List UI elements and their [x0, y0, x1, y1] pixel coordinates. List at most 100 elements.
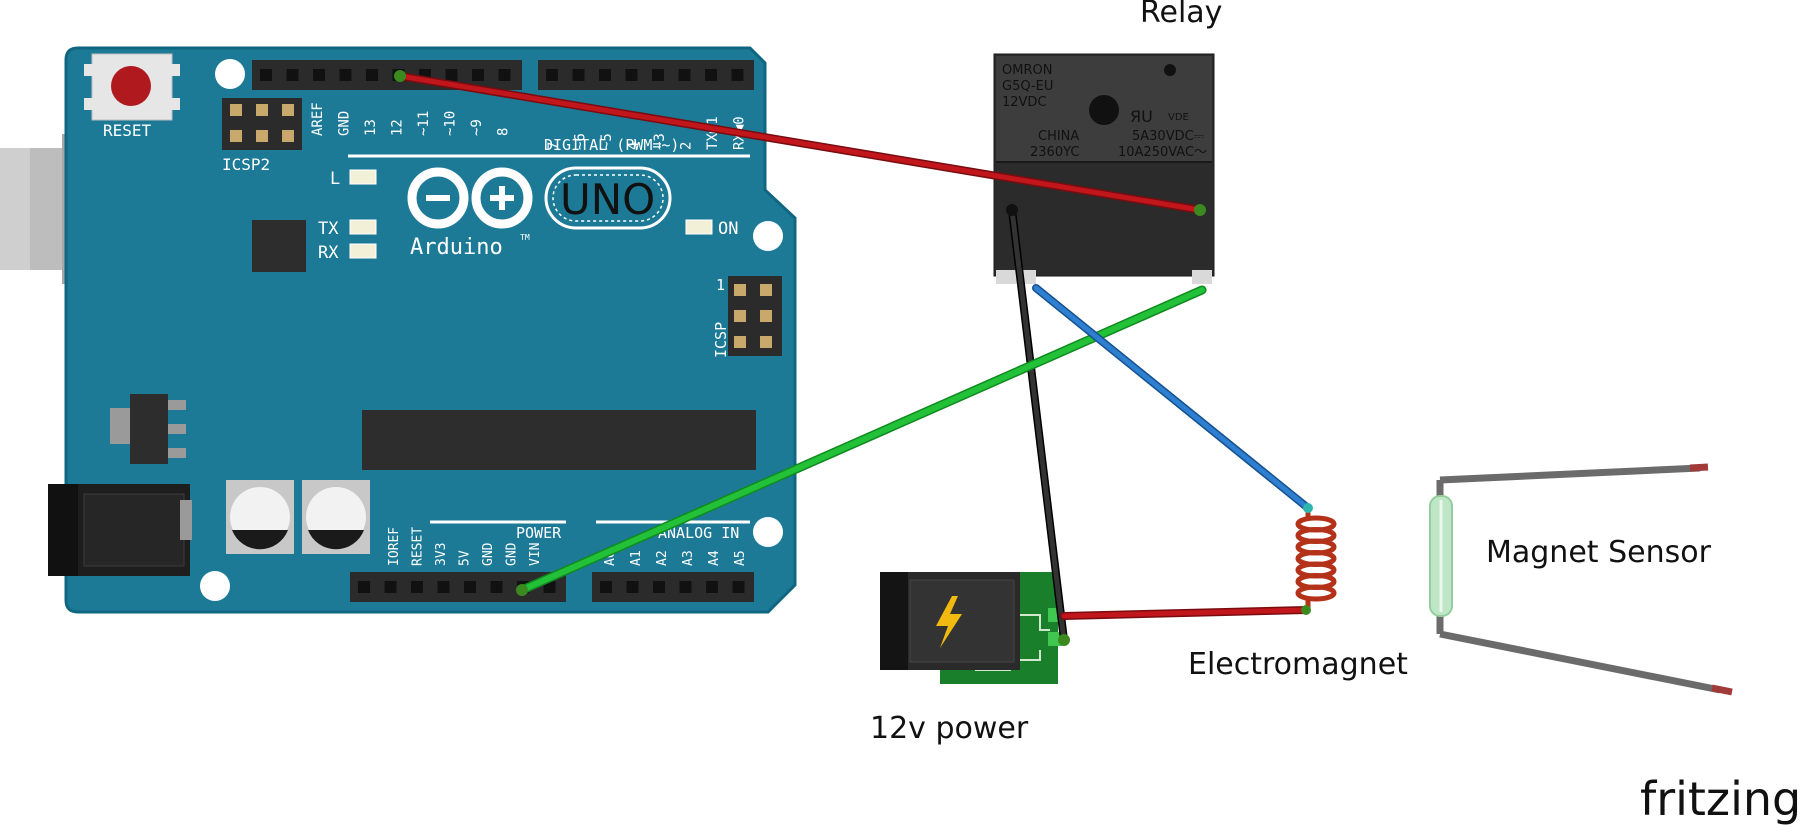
led-on-label: ON [718, 219, 738, 239]
reset-button[interactable] [84, 53, 180, 121]
pin-hole [600, 581, 612, 593]
pin-label: 7 [546, 142, 562, 150]
magnet-sensor-title: Magnet Sensor [1486, 535, 1712, 570]
pin-label: RESET [411, 527, 426, 566]
power-label: POWER [516, 524, 562, 542]
pin-hole [358, 581, 370, 593]
pin-hole [445, 69, 458, 81]
relay-voltage: 12VDC [1002, 95, 1047, 110]
pin-label: ~6 [573, 133, 589, 150]
microcontroller [362, 410, 756, 470]
icsp2-label: ICSP2 [222, 155, 270, 174]
relay-title: Relay [1140, 0, 1222, 30]
arduino-wordmark: Arduino [410, 235, 503, 260]
pin-label: AREF [310, 102, 326, 136]
capacitor [226, 480, 294, 554]
pin-label: 5V [458, 550, 473, 566]
pin-hole [384, 581, 397, 593]
electromagnet-title: Electromagnet [1188, 647, 1408, 682]
relay-rating-1: 5A30VDC⎓ [1132, 129, 1204, 144]
usb-chip [252, 220, 306, 272]
arduino-tm: TM [520, 233, 530, 242]
pin-hole [472, 69, 484, 81]
pin-hole [546, 69, 558, 81]
pin-hole [679, 581, 692, 593]
pin-label: 12 [390, 119, 406, 136]
led-l [349, 169, 377, 185]
icsp2-header [222, 98, 302, 150]
wire-relay-to-power [1006, 204, 1070, 646]
wire-pin12-to-relay [394, 70, 1206, 216]
relay-code: 2360YC [1030, 145, 1079, 160]
pin-hole [599, 69, 611, 81]
relay [993, 53, 1215, 284]
pin-hole [706, 581, 718, 593]
mount-hole [753, 517, 783, 547]
icsp-label: ICSP [712, 322, 730, 358]
pin-label: GND [481, 542, 496, 566]
pin-hole [731, 69, 744, 81]
relay-model: G5Q-EU [1002, 79, 1053, 94]
led-tx [349, 219, 377, 235]
pin-label: 2 [679, 142, 695, 150]
wire-relay-to-electromagnet [1032, 284, 1313, 513]
pin-label: A1 [629, 550, 644, 566]
arduino-logo [407, 166, 672, 230]
relay-brand: OMRON [1002, 63, 1052, 78]
barrel-jack [48, 484, 192, 576]
analog-label: ANALOG IN [658, 524, 739, 542]
pin-hole [626, 581, 639, 593]
pin-label: 13 [363, 119, 379, 136]
pin-hole [652, 69, 664, 81]
mount-hole [215, 59, 245, 89]
pin-hole [732, 581, 745, 593]
electromagnet-coil [1295, 508, 1337, 612]
pin-label: A3 [681, 550, 696, 566]
pin-label: 3V3 [434, 543, 449, 566]
wire-relay-to-gnd [516, 285, 1207, 596]
led-rx-label: RX [318, 243, 339, 263]
pin-label: ~9 [469, 119, 485, 136]
power-title: 12v power [870, 711, 1029, 746]
pin-hole [260, 69, 272, 81]
reset-label: RESET [103, 121, 152, 140]
pin-label: A4 [707, 550, 722, 566]
digital-header-2 [538, 60, 754, 90]
pin-label: A5 [733, 550, 748, 566]
icsp-pin1: 1 [716, 276, 725, 294]
coil-turn [1295, 584, 1337, 602]
pin-hole [572, 69, 585, 81]
uno-label: UNO [560, 175, 655, 224]
lightning-icon [936, 596, 962, 648]
wire-power-to-electromagnet [1060, 605, 1311, 620]
analog-header [592, 572, 754, 602]
pin-hole [339, 69, 352, 81]
pin-hole [490, 581, 503, 593]
pin-hole [705, 69, 717, 81]
fritzing-logo: fritzing [1640, 772, 1801, 825]
pin-hole [625, 69, 638, 81]
relay-rating-2: 10A250VAC～ [1118, 145, 1207, 160]
led-l-label: L [330, 169, 340, 189]
pin-label: 8 [496, 128, 512, 136]
led-tx-label: TX [318, 219, 339, 239]
pin-label: ~3 [652, 133, 668, 150]
pin-label: ~11 [416, 111, 432, 136]
pin-hole [366, 69, 378, 81]
relay-vde-mark: VDE [1168, 112, 1189, 123]
pin-hole [653, 581, 665, 593]
led-rx [349, 243, 377, 259]
pin-label: ~5 [599, 133, 615, 150]
pin-label: 4 [626, 142, 642, 150]
pin-label: A2 [655, 550, 670, 566]
pin-hole [437, 581, 450, 593]
pin-hole [464, 581, 476, 593]
pin-hole [286, 69, 299, 81]
board-body [64, 46, 797, 614]
pin-label: ~10 [443, 111, 459, 136]
digital-label: DIGITAL (PWM=~) [544, 136, 679, 154]
pin-label: GND [337, 111, 353, 136]
mount-hole [753, 221, 783, 251]
pin-hole [498, 69, 511, 81]
